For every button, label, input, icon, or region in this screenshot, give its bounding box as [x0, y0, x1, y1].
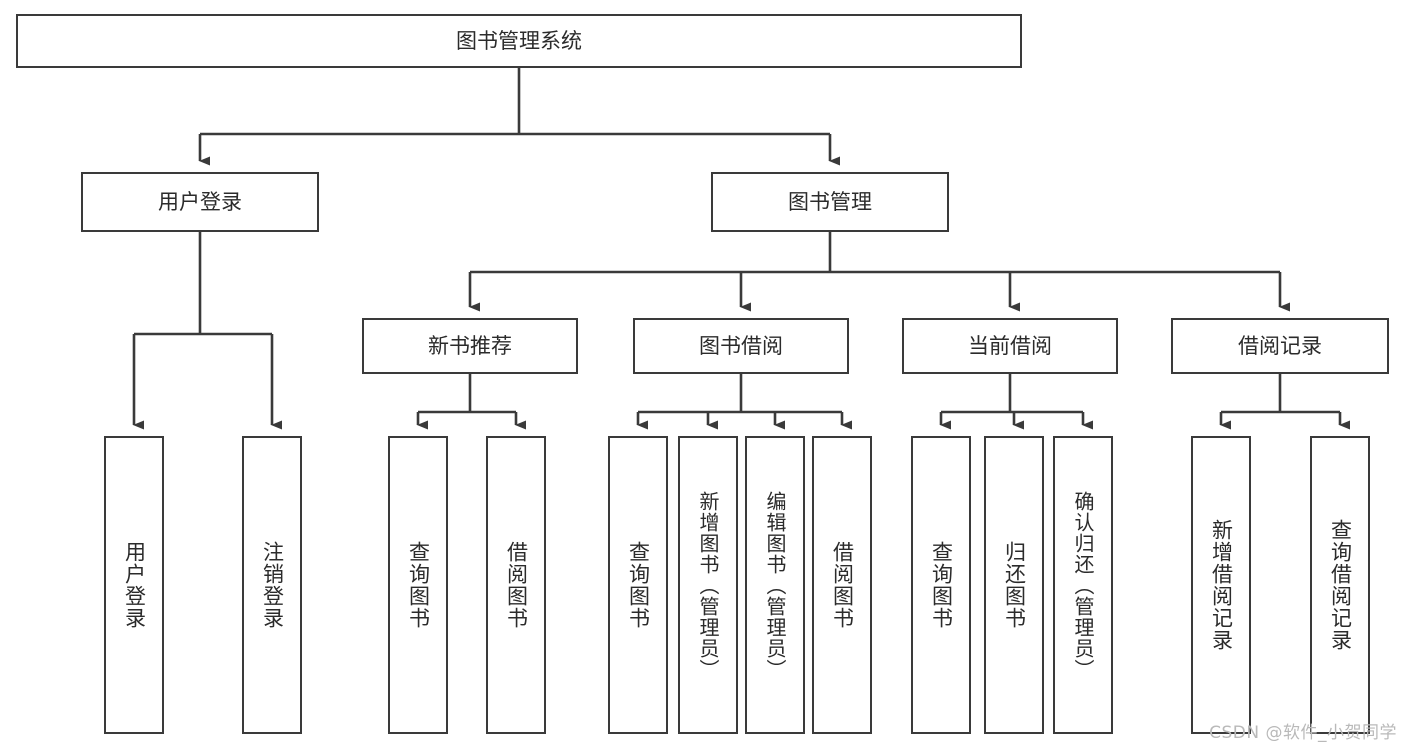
node-leaf-confirm-return[interactable]: 确认归还（管理员）: [1053, 436, 1113, 734]
node-leaf-query-book-cur[interactable]: 查询图书: [911, 436, 971, 734]
node-label: 图书借阅: [699, 333, 783, 358]
node-label: 查询图书: [406, 541, 431, 629]
node-label: 借阅图书: [830, 541, 855, 629]
node-label: 新增图书（管理员）: [696, 490, 720, 680]
node-user-login[interactable]: 用户登录: [81, 172, 319, 232]
node-root-book-management-system[interactable]: 图书管理系统: [16, 14, 1022, 68]
node-leaf-query-book-rec[interactable]: 查询图书: [388, 436, 448, 734]
node-book-borrow[interactable]: 图书借阅: [633, 318, 849, 374]
node-label: 查询借阅记录: [1328, 519, 1353, 651]
node-label: 用户登录: [122, 541, 147, 629]
node-borrow-record[interactable]: 借阅记录: [1171, 318, 1389, 374]
node-label: 当前借阅: [968, 333, 1052, 358]
tree-connectors: [132, 68, 1350, 430]
node-leaf-borrow-book[interactable]: 借阅图书: [812, 436, 872, 734]
node-label: 查询图书: [626, 541, 651, 629]
node-label: 借阅图书: [504, 541, 529, 629]
node-leaf-return-book[interactable]: 归还图书: [984, 436, 1044, 734]
node-label: 确认归还（管理员）: [1071, 490, 1095, 680]
node-leaf-query-book-borrow[interactable]: 查询图书: [608, 436, 668, 734]
node-leaf-user-login[interactable]: 用户登录: [104, 436, 164, 734]
node-label: 借阅记录: [1238, 333, 1322, 358]
node-label: 注销登录: [260, 541, 285, 629]
node-book-manage[interactable]: 图书管理: [711, 172, 949, 232]
node-label: 图书管理系统: [456, 28, 582, 53]
node-leaf-query-record[interactable]: 查询借阅记录: [1310, 436, 1370, 734]
node-label: 新书推荐: [428, 333, 512, 358]
node-label: 用户登录: [158, 189, 242, 214]
node-new-book-recommend[interactable]: 新书推荐: [362, 318, 578, 374]
node-label: 归还图书: [1002, 541, 1027, 629]
node-leaf-edit-book[interactable]: 编辑图书（管理员）: [745, 436, 805, 734]
node-leaf-add-record[interactable]: 新增借阅记录: [1191, 436, 1251, 734]
node-label: 编辑图书（管理员）: [763, 490, 787, 680]
node-current-borrow[interactable]: 当前借阅: [902, 318, 1118, 374]
node-leaf-logout[interactable]: 注销登录: [242, 436, 302, 734]
node-label: 新增借阅记录: [1209, 519, 1234, 651]
node-label: 图书管理: [788, 189, 872, 214]
node-leaf-add-book[interactable]: 新增图书（管理员）: [678, 436, 738, 734]
node-label: 查询图书: [929, 541, 954, 629]
node-leaf-borrow-book-rec[interactable]: 借阅图书: [486, 436, 546, 734]
